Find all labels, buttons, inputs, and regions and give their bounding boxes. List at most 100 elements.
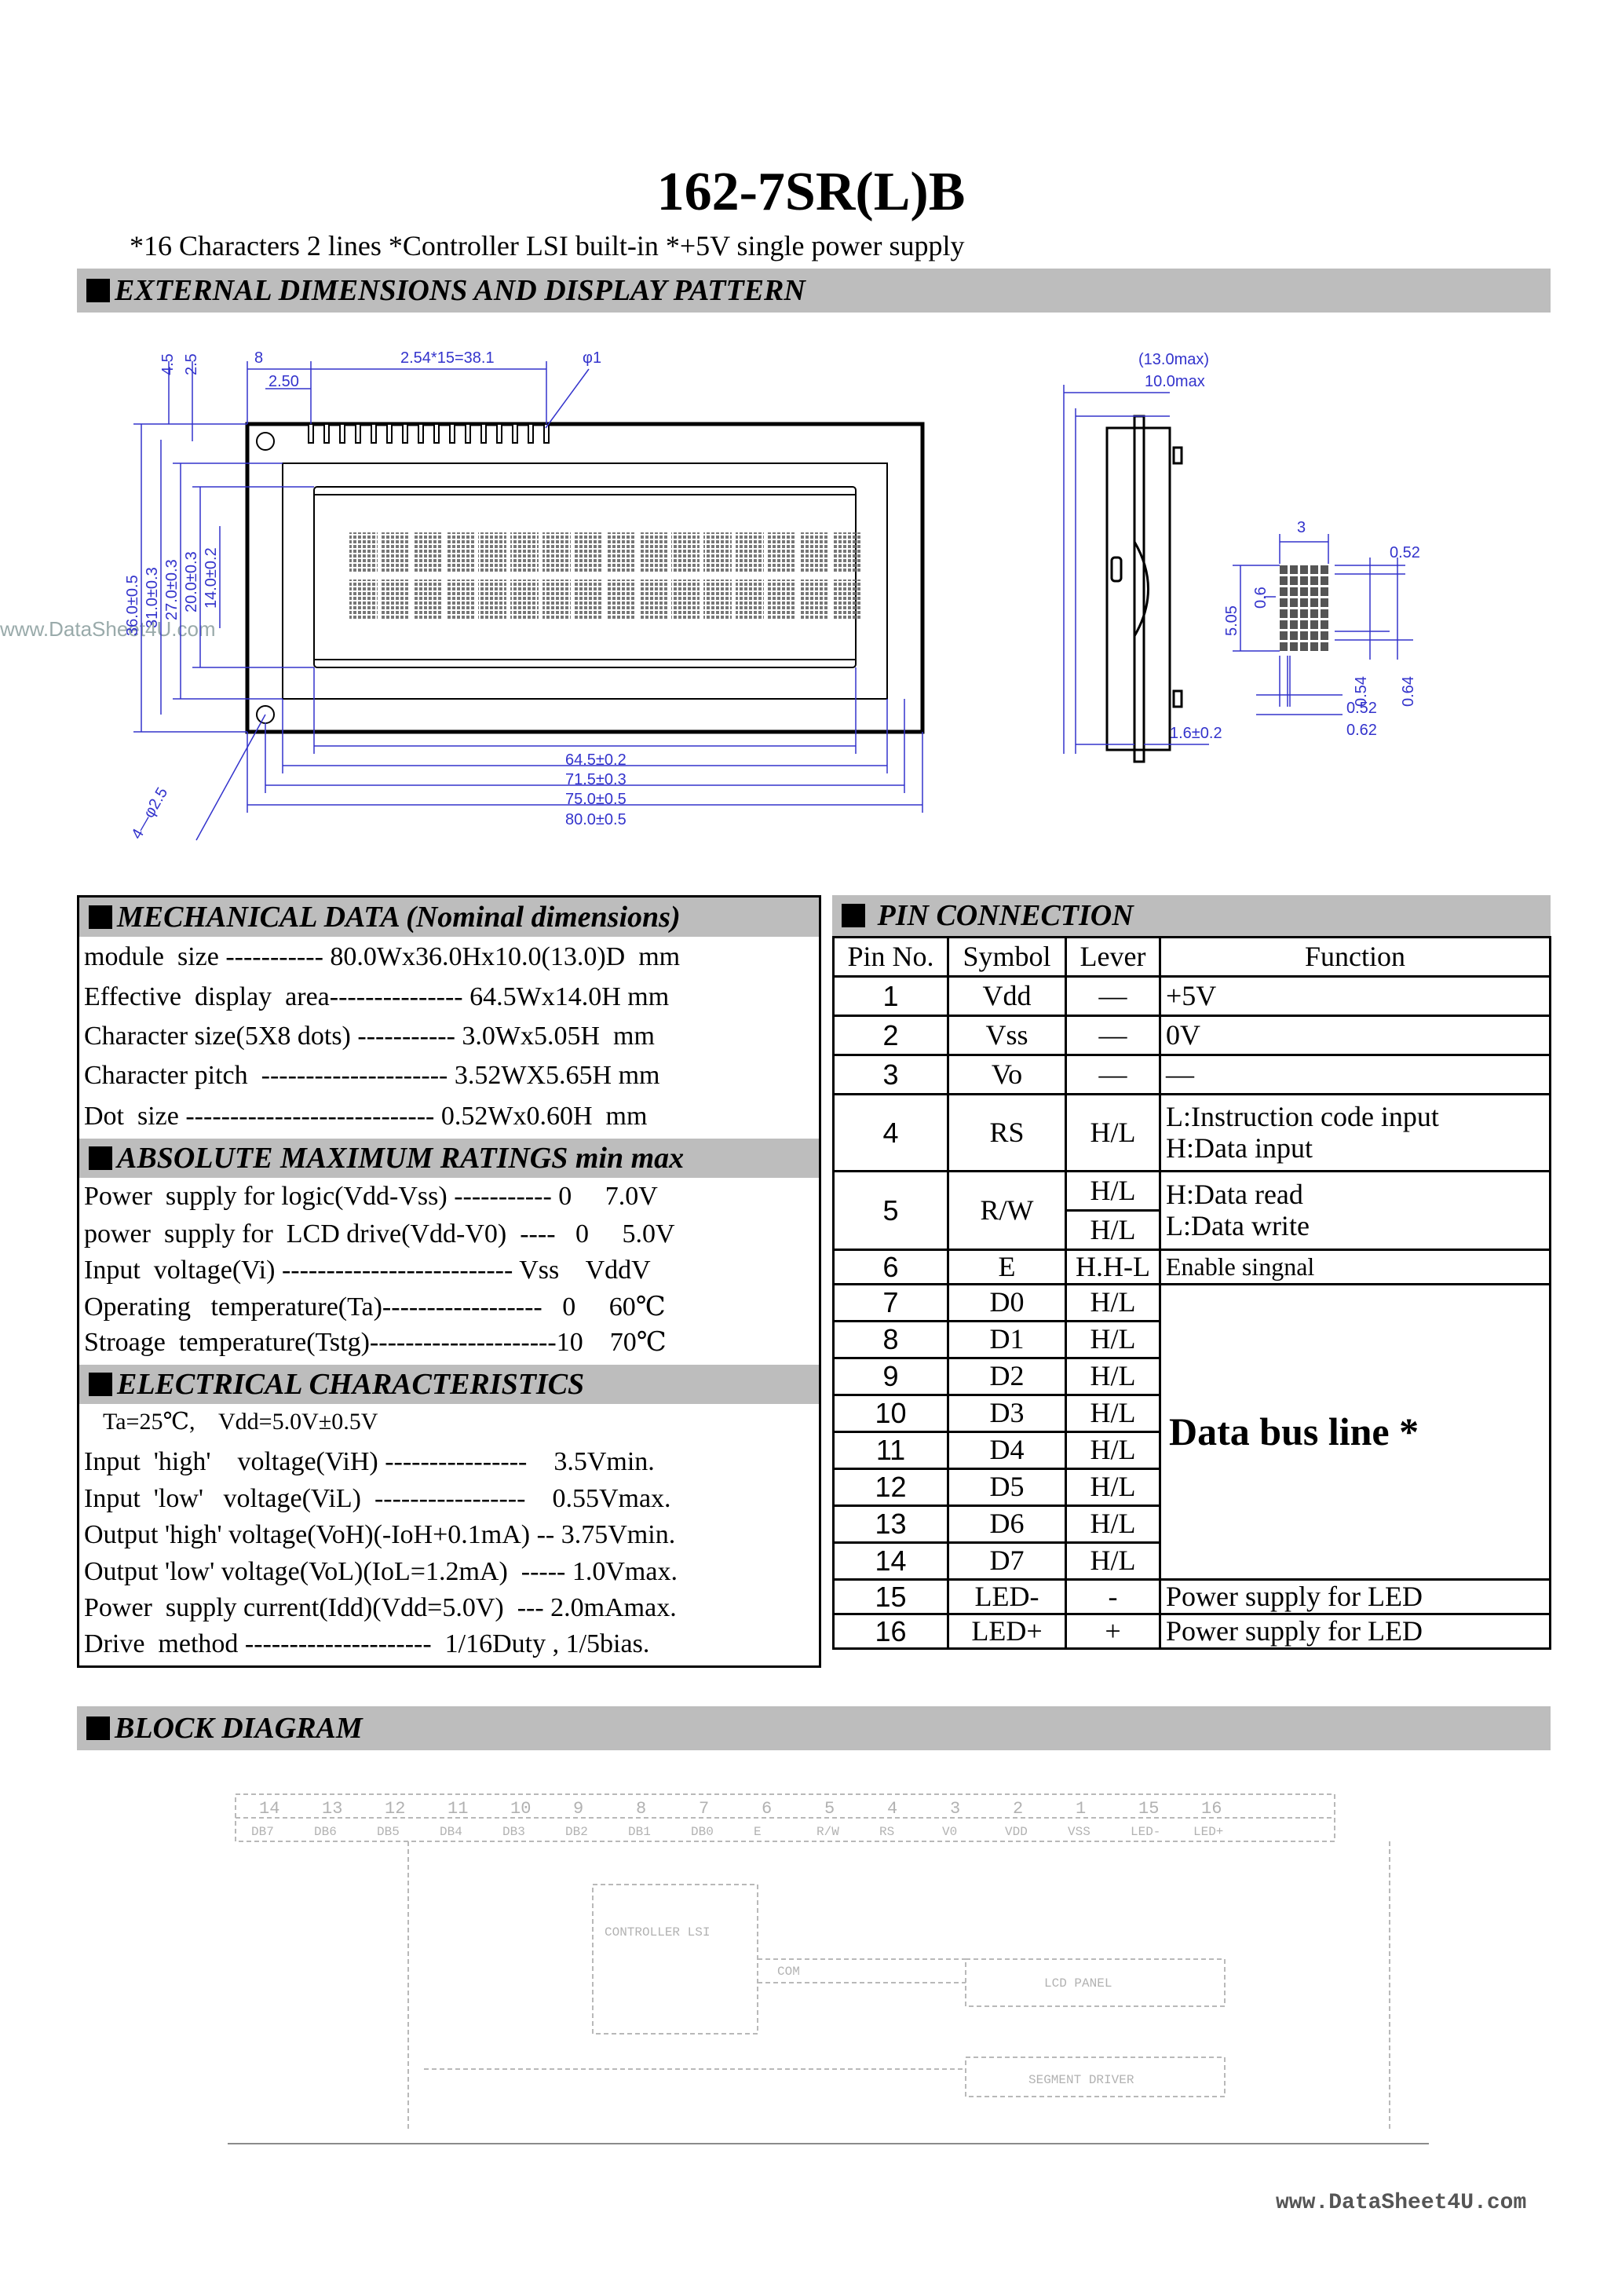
pin-level: H/L — [1065, 1394, 1161, 1433]
section-bar-external: EXTERNAL DIMENSIONS AND DISPLAY PATTERN — [77, 269, 1551, 313]
block-sym: LED- — [1131, 1825, 1160, 1839]
pin-no: 12 — [832, 1468, 949, 1507]
block-pin: 5 — [824, 1799, 835, 1819]
pin-row-cont: H/L — [834, 1209, 1551, 1251]
pin-symbol: D0 — [947, 1283, 1067, 1322]
pin-symbol: Vdd — [947, 975, 1067, 1017]
mech-row: Character pitch --------------------- 3.… — [84, 1061, 660, 1090]
block-pin: 4 — [887, 1799, 897, 1819]
pin-function-line: H:Data input — [1166, 1132, 1313, 1164]
pin-function: Power supply for LED — [1159, 1578, 1551, 1615]
pin-level: H/L — [1065, 1093, 1161, 1172]
square-bullet-icon — [842, 904, 865, 927]
pin-row: 5 R/W H/L H:Data read L:Data write — [832, 1170, 1551, 1251]
dim-dot-height: 0.6 — [1252, 587, 1269, 609]
col-header: Symbol — [947, 936, 1067, 978]
pin-level: H/L — [1065, 1283, 1161, 1322]
electrical-conditions: Ta=25℃, Vdd=5.0V±0.5V — [103, 1409, 378, 1435]
block-pin: 6 — [762, 1799, 772, 1819]
pin-function-line: L:Data write — [1166, 1209, 1310, 1241]
databus-label: Data bus line * — [1159, 1283, 1551, 1581]
mech-row: module size ----------- 80.0Wx36.0Hx10.0… — [84, 942, 681, 971]
section-bar-pin: PIN CONNECTION — [832, 895, 1551, 936]
pin-level: — — [1065, 975, 1161, 1017]
pin-no: 8 — [832, 1320, 949, 1359]
pin-row: 8 D1 H/L — [832, 1320, 1551, 1359]
pin-row: 7 D0 H/L Data bus line * — [832, 1283, 1551, 1581]
pin-level: H/L — [1065, 1320, 1161, 1359]
character-cell-drawing: 3 0.52 0.6 5.05 0.54 0.64 0.52 0.62 — [1223, 519, 1420, 739]
abs-row: Power supply for logic(Vdd-Vss) --------… — [84, 1182, 658, 1211]
block-sym: DB5 — [377, 1825, 400, 1839]
pin-symbol: D6 — [947, 1504, 1067, 1544]
pin-row: 14 D7 H/L — [832, 1541, 1551, 1581]
block-pin: 12 — [385, 1799, 405, 1819]
page-title: 162-7SR(L)B — [656, 162, 966, 222]
pin-no: 3 — [832, 1054, 949, 1095]
dim-052b: 0.52 — [1346, 700, 1377, 717]
col-header: Function — [1159, 936, 1551, 978]
elec-row: Power supply current(Idd)(Vdd=5.0V) --- … — [84, 1593, 677, 1622]
pin-no: 10 — [832, 1394, 949, 1433]
abs-row: power supply for LCD drive(Vdd-V0) ---- … — [84, 1219, 675, 1249]
section-title: PIN CONNECTION — [870, 899, 1134, 932]
pin-function: 0V — [1159, 1015, 1551, 1056]
pin-row: 16 LED+ + Power supply for LED — [832, 1613, 1551, 1650]
pin-function-line: L:Instruction code input — [1166, 1100, 1439, 1132]
block-pin: 16 — [1201, 1799, 1222, 1819]
footer-url[interactable]: www.DataSheet4U.com — [1276, 2191, 1527, 2215]
square-bullet-icon — [89, 1373, 112, 1396]
block-diagram: 14 13 12 11 10 9 8 7 6 5 4 3 2 1 15 16 D… — [228, 1793, 1429, 2144]
pin-function-line: H:Data read — [1166, 1178, 1303, 1210]
pin-table-header: Pin No. Symbol Lever Function — [832, 936, 1551, 978]
dim-holes: 4—φ2.5 — [128, 784, 171, 842]
pin-no: 13 — [832, 1504, 949, 1544]
pin-function: L:Instruction code input H:Data input — [1159, 1093, 1551, 1172]
block-sym: E — [754, 1825, 762, 1839]
pin-row: 3 Vo — — — [832, 1054, 1551, 1095]
block-com: COM — [777, 1965, 800, 1979]
pin-level: H/L — [1065, 1170, 1161, 1212]
pin-symbol: D3 — [947, 1394, 1067, 1433]
pin-row: 6 E H.H-L Enable singnal — [832, 1249, 1551, 1285]
section-bar-electrical: ELECTRICAL CHARACTERISTICS — [79, 1365, 819, 1404]
elec-row: Drive method --------------------- 1/16D… — [84, 1629, 650, 1658]
pin-level: H/L — [1065, 1504, 1161, 1544]
pin-symbol: Vss — [947, 1015, 1067, 1056]
pin-symbol: LED+ — [947, 1613, 1067, 1650]
section-bar-block: BLOCK DIAGRAM — [77, 1706, 1551, 1750]
block-pin: 1 — [1076, 1799, 1086, 1819]
dim-800: 80.0±0.5 — [565, 811, 627, 828]
block-pin: 13 — [322, 1799, 342, 1819]
block-sym: DB0 — [691, 1825, 714, 1839]
dim-140: 14.0±0.2 — [203, 547, 220, 609]
pin-no: 9 — [832, 1357, 949, 1396]
section-bar-mechanical: MECHANICAL DATA (Nominal dimensions) — [79, 898, 819, 937]
block-sym: DB6 — [314, 1825, 337, 1839]
pin-level: - — [1065, 1578, 1161, 1615]
pin-level: H/L — [1065, 1468, 1161, 1507]
dim-360: 36.0±0.5 — [124, 575, 141, 636]
pin-no: 16 — [832, 1613, 949, 1650]
elec-row: Output 'low' voltage(VoL)(IoL=1.2mA) ---… — [84, 1557, 678, 1586]
section-title: EXTERNAL DIMENSIONS AND DISPLAY PATTERN — [115, 274, 806, 307]
pin-level: + — [1065, 1613, 1161, 1650]
pin-level: H/L — [1065, 1209, 1161, 1251]
watermark-text: www.DataSheet4U.com — [0, 617, 216, 641]
pin-row: 1 Vdd — +5V — [832, 975, 1551, 1017]
pin-row: 11 D4 H/L — [832, 1431, 1551, 1470]
pin-symbol: E — [947, 1249, 1067, 1285]
dim-250: 2.50 — [269, 373, 299, 390]
dim-715: 71.5±0.3 — [565, 771, 627, 788]
block-pin: 8 — [636, 1799, 646, 1819]
dim-45: 4.5 — [159, 353, 177, 375]
pin-row: 10 D3 H/L — [832, 1394, 1551, 1433]
pin-function: Enable singnal — [1159, 1249, 1551, 1285]
block-sym: VDD — [1005, 1825, 1028, 1839]
block-sym: DB1 — [628, 1825, 651, 1839]
abs-row: Operating temperature(Ta)---------------… — [84, 1292, 666, 1322]
pin-level: H/L — [1065, 1541, 1161, 1581]
section-title: ABSOLUTE MAXIMUM RATINGS min max — [117, 1142, 685, 1175]
elec-row: Input 'low' voltage(ViL) ---------------… — [84, 1484, 671, 1513]
square-bullet-icon — [86, 1717, 110, 1740]
